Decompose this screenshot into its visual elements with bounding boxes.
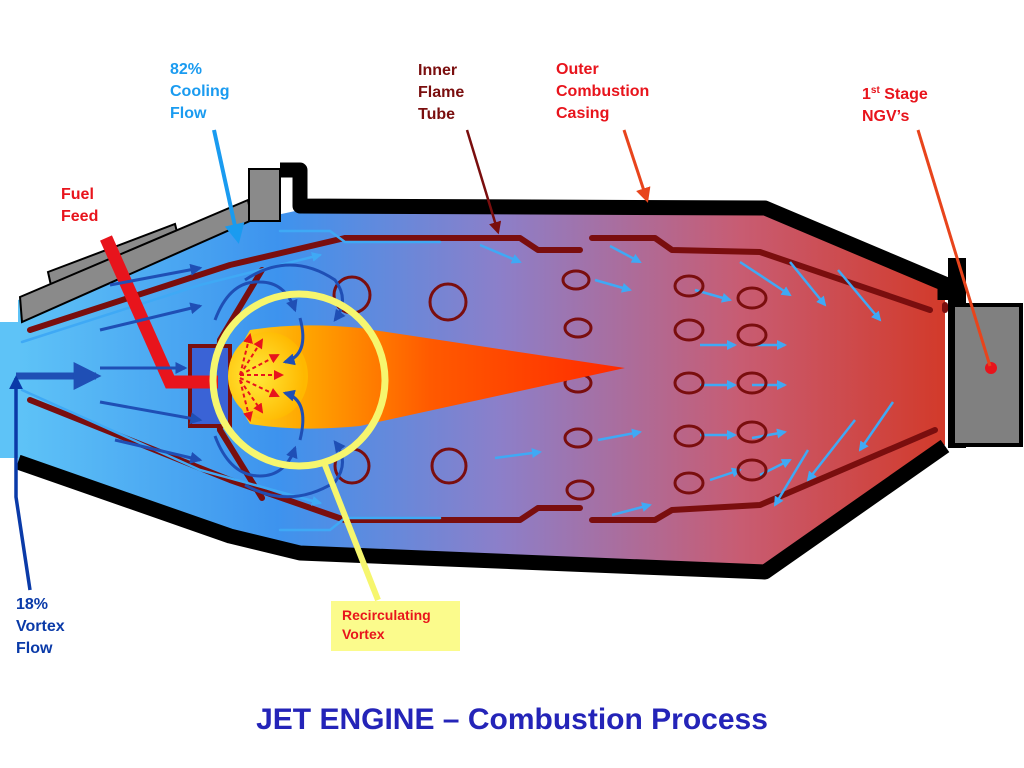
inner-tube-line1: Inner: [418, 62, 458, 79]
vortex-flow-pointer: [9, 375, 32, 591]
label-ngv: 1st Stage NGV’s: [862, 84, 928, 128]
outer-casing-pointer: [622, 129, 651, 203]
inner-tube-line3: Tube: [418, 106, 456, 123]
fuel-feed-pipe: [100, 235, 218, 389]
cooling-flow-line2: Cooling: [170, 83, 230, 100]
ngv-superscript: st: [870, 85, 880, 96]
label-cooling-flow: 82% Cooling Flow: [170, 59, 230, 125]
label-outer-casing: Outer Combustion Casing: [556, 59, 649, 125]
fuel-spray-arrows: [239, 333, 284, 422]
inner-tube-pointer: [465, 129, 502, 235]
inlet-air-block: [0, 322, 18, 458]
recirculation-zone-ring: [209, 290, 389, 470]
ngv-line2: NGV’s: [862, 108, 910, 125]
cooling-flow-line1: 82%: [170, 61, 203, 78]
ngv-line1: 1st Stage: [862, 84, 928, 106]
cooling-flow-line3: Flow: [170, 105, 207, 122]
vortex-flow-line3: Flow: [16, 640, 53, 657]
ngv-rest: Stage: [879, 86, 928, 103]
recirc-vortex-pointer: [320, 458, 381, 602]
dilution-holes: [332, 269, 768, 501]
inner-flame-tube: [27, 235, 948, 523]
outer-casing-top: [280, 162, 953, 300]
cooling-flow-pointer: [212, 129, 245, 244]
label-recirculating-vortex: Recirculating Vortex: [331, 601, 460, 651]
label-inner-flame-tube: Inner Flame Tube: [418, 60, 464, 126]
ngv-pointer-dot: [985, 362, 997, 374]
recirc-line1: Recirculating: [342, 607, 431, 623]
outer-casing-line1: Outer: [556, 61, 599, 78]
ngv-block: [951, 303, 1023, 447]
fuel-feed-line2: Feed: [61, 208, 99, 225]
vortex-flow-line2: Vortex: [16, 618, 65, 635]
outer-casing-line3: Casing: [556, 105, 610, 122]
label-fuel-feed: Fuel Feed: [61, 184, 98, 228]
recirc-line2: Vortex: [342, 626, 385, 642]
casing-flange: [248, 168, 281, 222]
flame-plume: [235, 325, 625, 429]
inner-tube-line2: Flame: [418, 84, 465, 101]
vortex-flow-line1: 18%: [16, 596, 49, 613]
outer-casing-line2: Combustion: [556, 83, 650, 100]
ngv-prefix: 1: [862, 86, 871, 103]
ngv-pointer: [916, 129, 992, 367]
page-title: JET ENGINE – Combustion Process: [256, 703, 768, 736]
outer-casing-bottom: [15, 439, 950, 580]
fuel-feed-line1: Fuel: [61, 186, 94, 203]
label-vortex-flow: 18% Vortex Flow: [16, 594, 65, 660]
